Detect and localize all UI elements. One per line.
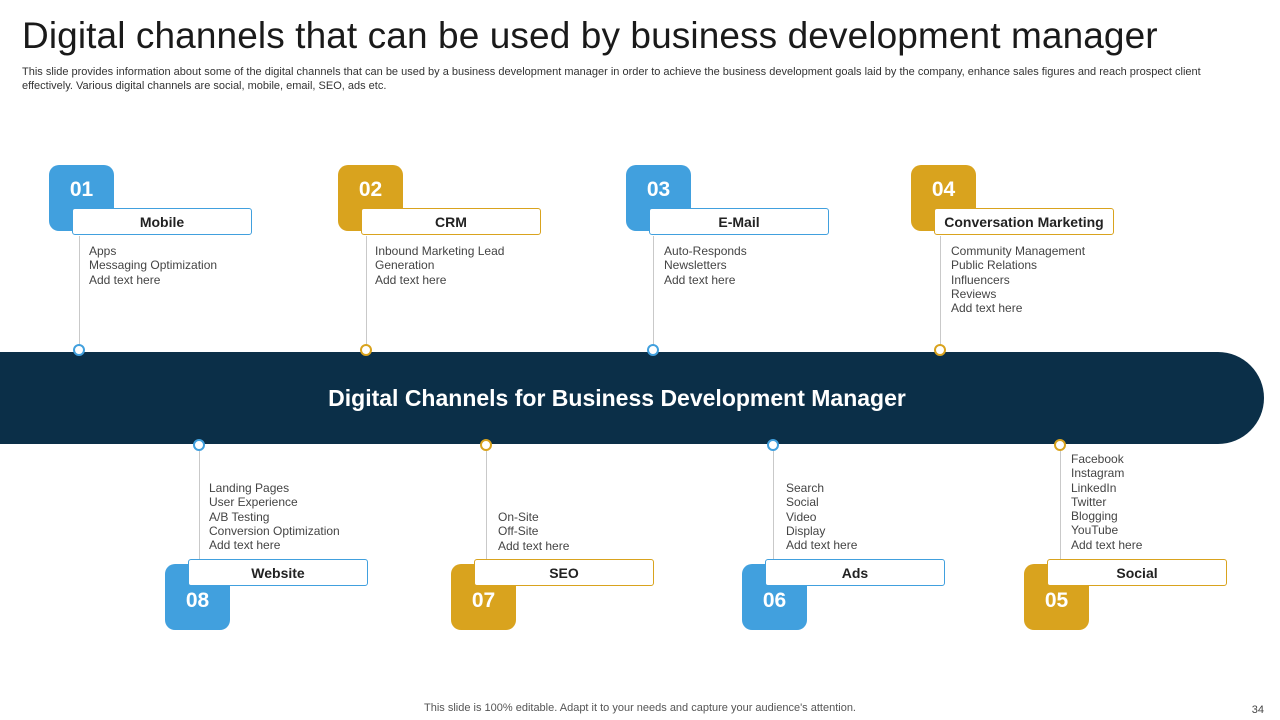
channel-item: Add text here	[209, 538, 281, 553]
page-subtitle: This slide provides information about so…	[22, 66, 1201, 92]
channel-item: Reviews	[951, 286, 997, 301]
channel-item: Newsletters	[664, 258, 727, 273]
channel-item: Apps	[89, 244, 117, 258]
channel-item: Inbound Marketing Lead	[375, 244, 505, 258]
channel-item: Off-Site	[498, 524, 539, 539]
channel-label-crm: CRM	[361, 208, 541, 235]
footer-note: This slide is 100% editable. Adapt it to…	[424, 702, 856, 714]
channel-item: Public Relations	[951, 258, 1038, 273]
channel-item: Messaging Optimization	[89, 258, 218, 273]
channel-number-badge: 08	[165, 564, 230, 630]
channel-item: Add text here	[1071, 537, 1143, 552]
connector-dot-06	[767, 439, 779, 451]
channel-items-website: Landing Pages User Experience A/B Testin…	[209, 481, 340, 552]
page-title: Digital channels that can be used by bus…	[22, 15, 1158, 56]
channel-item: Influencers	[951, 272, 1010, 287]
channel-item: Community Management	[951, 244, 1086, 258]
connector-dot-08	[193, 439, 205, 451]
channel-number: 04	[931, 178, 956, 201]
channel-item: On-Site	[498, 510, 539, 524]
channel-number: 01	[69, 178, 94, 201]
channel-label-seo: SEO	[474, 559, 654, 586]
channel-item: Conversion Optimization	[209, 523, 340, 538]
channel-item: User Experience	[209, 495, 298, 510]
channel-items-conversation-marketing: Community Management Public Relations In…	[951, 244, 1085, 315]
connector-dot-04	[934, 344, 946, 356]
channel-item: Auto-Responds	[664, 244, 747, 258]
channel-item: Blogging	[1071, 509, 1118, 524]
connector-line-01	[79, 236, 80, 346]
channel-number: 08	[185, 589, 210, 612]
channel-number: 02	[358, 178, 383, 201]
channel-label-conversation-marketing: Conversation Marketing	[934, 208, 1114, 235]
channel-items-social: Facebook Instagram LinkedIn Twitter Blog…	[1071, 452, 1142, 552]
channel-label-email: E-Mail	[649, 208, 829, 235]
connector-dot-02	[360, 344, 372, 356]
channel-item: Display	[786, 523, 826, 538]
channel-item: Add text here	[89, 272, 161, 287]
channel-number: 07	[471, 589, 496, 612]
channel-item: Add text here	[786, 538, 858, 553]
channel-item: Add text here	[375, 272, 447, 287]
channel-label-mobile: Mobile	[72, 208, 252, 235]
channel-number: 05	[1044, 589, 1069, 612]
channel-item: Social	[786, 495, 819, 510]
central-band: Digital Channels for Business Developmen…	[0, 352, 1264, 444]
channel-item: Search	[786, 481, 825, 495]
channel-item: Video	[786, 509, 817, 524]
channel-number: 06	[762, 589, 787, 612]
page-number: 34	[1251, 704, 1264, 716]
connector-line-06	[773, 450, 774, 562]
connector-line-05	[1060, 450, 1061, 562]
channel-items-email: Auto-Responds Newsletters Add text here	[664, 244, 747, 287]
connector-line-07	[486, 450, 487, 562]
channel-items-ads: Search Social Video Display Add text her…	[786, 481, 857, 552]
channel-items-mobile: Apps Messaging Optimization Add text her…	[89, 244, 217, 287]
connector-dot-01	[73, 344, 85, 356]
connector-dot-03	[647, 344, 659, 356]
central-band-label: Digital Channels for Business Developmen…	[328, 384, 906, 411]
channel-item: LinkedIn	[1071, 480, 1117, 495]
channel-item: Facebook	[1071, 452, 1124, 466]
channel-label-ads: Ads	[765, 559, 945, 586]
connector-line-03	[653, 236, 654, 346]
channel-item: YouTube	[1071, 523, 1119, 538]
connector-line-08	[199, 450, 200, 562]
connector-line-04	[940, 236, 941, 346]
channel-item: Twitter	[1071, 494, 1107, 509]
channel-label-website: Website	[188, 559, 368, 586]
channel-item: Add text here	[951, 301, 1023, 316]
connector-dot-05	[1054, 439, 1066, 451]
channel-item: A/B Testing	[209, 509, 270, 524]
channel-item: Add text here	[498, 538, 570, 553]
channel-number: 03	[646, 178, 671, 201]
channel-item: Add text here	[664, 272, 736, 287]
channel-items-seo: On-Site Off-Site Add text here	[498, 510, 569, 553]
connector-dot-07	[480, 439, 492, 451]
channel-items-crm: Inbound Marketing Lead Generation Add te…	[375, 244, 504, 287]
connector-line-02	[366, 236, 367, 346]
channel-item: Landing Pages	[209, 481, 290, 495]
channel-item: Generation	[375, 258, 435, 273]
channel-label-social: Social	[1047, 559, 1227, 586]
channel-item: Instagram	[1071, 466, 1125, 481]
